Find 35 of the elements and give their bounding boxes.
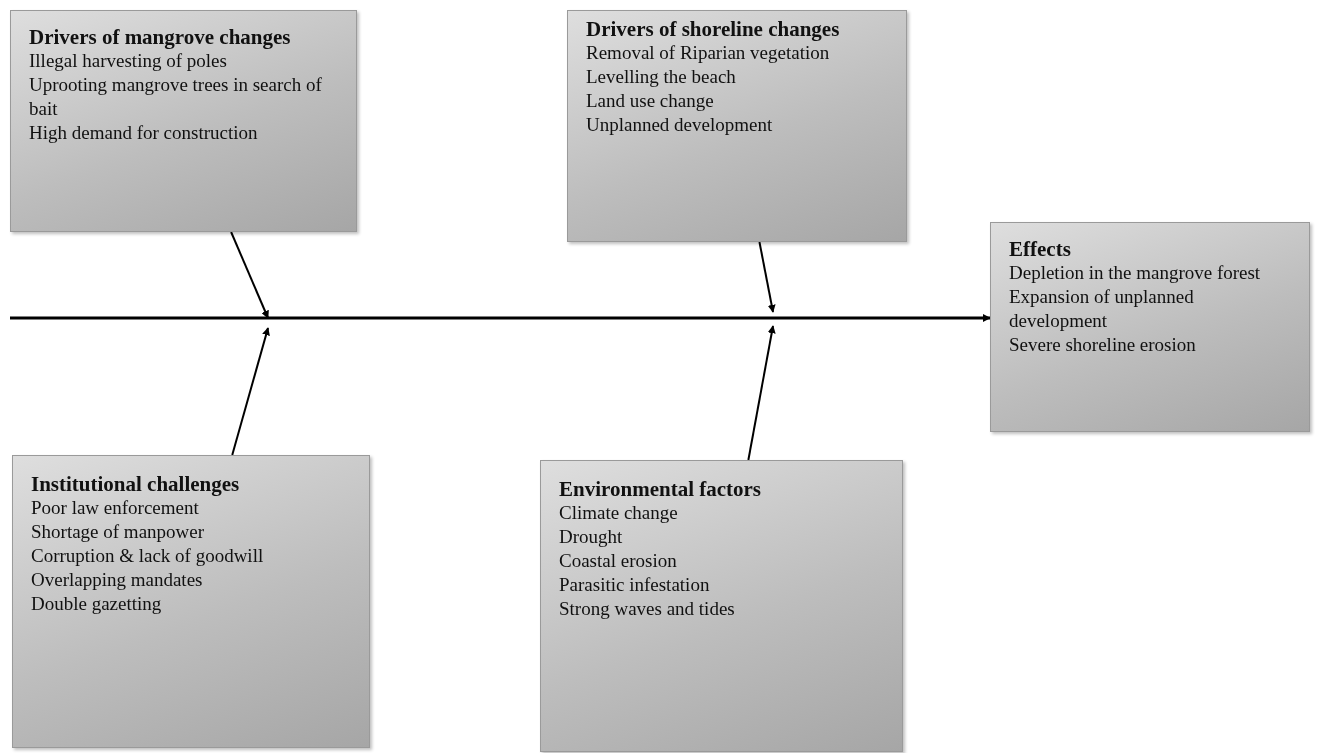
list-item: Severe shoreline erosion (1009, 333, 1197, 357)
list-item: Coastal erosion (559, 549, 678, 573)
list-item: Strong waves and tides (559, 597, 736, 621)
box-heading: Effects (1009, 237, 1072, 261)
effect-box (990, 222, 1310, 432)
spine-arrow (10, 314, 991, 322)
list-item: Levelling the beach (586, 65, 737, 89)
arrow (231, 327, 270, 456)
list-item: Overlapping mandates (31, 568, 204, 592)
list-item: Shortage of manpower (31, 520, 206, 544)
box-heading: Drivers of shoreline changes (586, 17, 841, 41)
list-item: Poor law enforcement (31, 496, 200, 520)
cause-box (12, 455, 370, 748)
list-item: Depletion in the mangrove forest (1009, 261, 1262, 285)
list-item: Land use change (586, 89, 715, 113)
list-item: Expansion of unplanned development (1009, 285, 1195, 333)
box-heading: Drivers of mangrove changes (29, 25, 292, 49)
cause-box (540, 460, 903, 752)
list-item: Parasitic infestation (559, 573, 711, 597)
arrow (230, 231, 269, 319)
list-item: Drought (559, 525, 624, 549)
list-item: Uprooting mangrove trees in search of bait (29, 73, 323, 121)
list-item: Corruption & lack of goodwill (31, 544, 265, 568)
arrow (758, 241, 776, 313)
list-item: Climate change (559, 501, 679, 525)
list-item: Illegal harvesting of poles (29, 49, 228, 73)
list-item: High demand for construction (29, 121, 259, 145)
list-item: Removal of Riparian vegetation (586, 41, 831, 65)
cause-box (10, 10, 357, 232)
cause-box (567, 10, 907, 242)
list-item: Unplanned development (586, 113, 774, 137)
list-item: Double gazetting (31, 592, 163, 616)
box-heading: Institutional challenges (31, 472, 241, 496)
box-heading: Environmental factors (559, 477, 762, 501)
arrow (747, 325, 776, 461)
